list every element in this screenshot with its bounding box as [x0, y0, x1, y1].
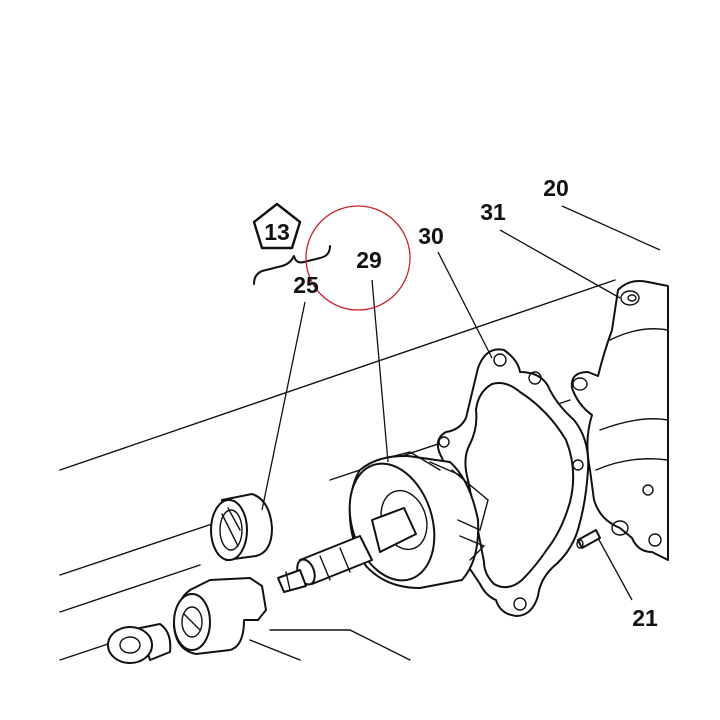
part-label-30: 30	[418, 223, 444, 249]
part-label-29: 29	[356, 247, 382, 273]
dowel-pin-part-21	[576, 529, 601, 549]
pentagon-badge-icon	[252, 202, 302, 250]
part-label-21: 21	[632, 605, 658, 631]
curly-brace-icon	[253, 245, 331, 285]
pump-housing-part-20	[570, 280, 669, 561]
part-label-25: 25	[293, 272, 319, 298]
group-badge-13: 13	[252, 202, 302, 250]
part-label-20: 20	[543, 175, 569, 201]
leader-lines	[261, 205, 661, 601]
lower-components	[107, 577, 411, 664]
impeller-part-29	[277, 451, 489, 593]
highlight-circle	[305, 205, 411, 311]
bearing-part-25	[210, 493, 273, 561]
group-number-label: 13	[264, 219, 290, 245]
part-label-31: 31	[480, 199, 506, 225]
